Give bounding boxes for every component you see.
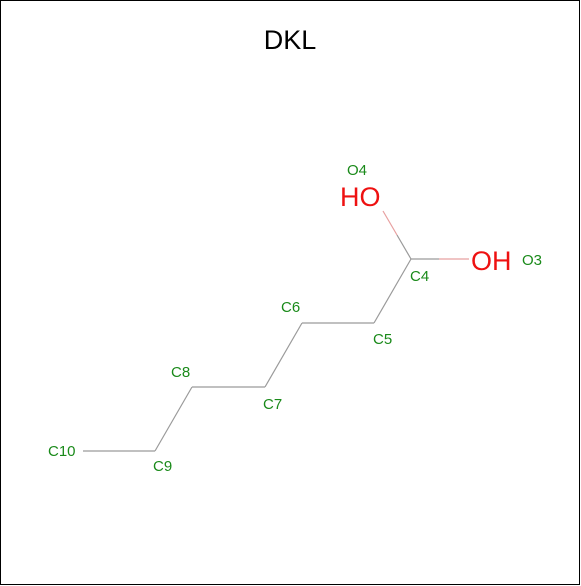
atom-label-o3: O3	[522, 252, 542, 269]
molecule-title: DKL	[263, 25, 317, 55]
atom-label-c5: C5	[373, 331, 392, 348]
bond-c4-o4	[396, 234, 412, 260]
bond-c9-c8	[154, 386, 193, 452]
o3-hydroxyl-group: OH	[471, 246, 512, 276]
bond-c7-c6	[264, 322, 303, 388]
atom-label-c6: C6	[281, 299, 300, 316]
atom-label-o4: O4	[347, 162, 367, 179]
o4-hydroxyl-group: HO	[340, 182, 381, 212]
atom-label-c10: C10	[48, 443, 76, 460]
atom-label-c4: C4	[410, 268, 429, 285]
bond-c4-o4-hetero	[382, 210, 398, 236]
atom-labels: O4 O3 C4 C5 C6 C7 C8 C9 C10	[48, 162, 542, 475]
atom-label-c8: C8	[171, 364, 190, 381]
bond-c5-c4	[373, 258, 412, 324]
bonds	[83, 210, 469, 452]
atom-label-c9: C9	[153, 458, 172, 475]
atom-label-c7: C7	[263, 396, 282, 413]
